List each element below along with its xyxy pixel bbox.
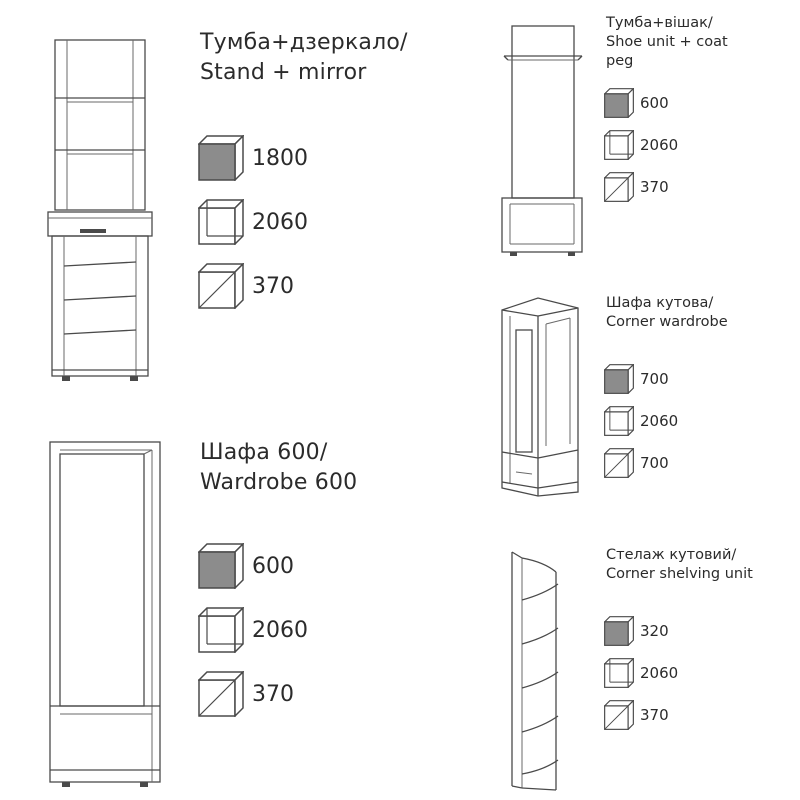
- dimension-width: 320: [604, 610, 678, 652]
- mirror-frame: [54, 39, 146, 211]
- dimension-value: 370: [252, 681, 294, 707]
- corner-shelf-title: Стелаж кутовий/ Corner shelving unit: [606, 547, 753, 582]
- dimension-height: 2060: [604, 124, 678, 166]
- dimension-value: 370: [640, 706, 669, 724]
- leg-left: [510, 252, 517, 256]
- wardrobe-door: [515, 329, 533, 453]
- dimension-value: 2060: [640, 664, 679, 682]
- stand-mirror-drawing: [47, 39, 153, 381]
- dimension-value: 370: [640, 178, 669, 196]
- corner-shelf-drawing: [511, 551, 559, 791]
- dimension-value: 1800: [252, 145, 308, 171]
- dimension-cube-outline-icon: [604, 172, 634, 202]
- dimension-value: 2060: [640, 136, 679, 154]
- dimension-cube-front-icon: [604, 364, 634, 394]
- stand-mirror-dimensions: 1800 2060 370: [198, 126, 308, 318]
- wardrobe-600-dimensions: 600 2060 370: [198, 534, 308, 726]
- shoe-coat-dimensions: 600 2060 370: [604, 82, 678, 208]
- dimension-height: 2060: [198, 598, 308, 662]
- dimension-value: 600: [252, 553, 294, 579]
- corner-wardrobe-dimensions: 700 2060 700: [604, 358, 678, 484]
- dimension-cube-outline-icon: [604, 130, 634, 160]
- dimension-value: 2060: [640, 412, 679, 430]
- dimension-value: 2060: [252, 209, 308, 235]
- dimension-cube-front-icon: [198, 543, 244, 589]
- dimension-depth: 370: [604, 694, 678, 736]
- dimension-cube-outline-icon: [198, 671, 244, 717]
- dimension-width: 700: [604, 358, 678, 400]
- stand-mirror-title: Тумба+дзеркало/ Stand + mirror: [200, 30, 408, 85]
- wardrobe-600-title: Шафа 600/ Wardrobe 600: [200, 440, 358, 495]
- dimension-width: 600: [198, 534, 308, 598]
- dimension-cube-outline-icon: [198, 263, 244, 309]
- dimension-value: 320: [640, 622, 669, 640]
- leg-right: [140, 782, 148, 787]
- dimension-cube-front-icon: [604, 616, 634, 646]
- dimension-value: 2060: [252, 617, 308, 643]
- dimension-cube-outline-icon: [198, 199, 244, 245]
- shoe-cabinet: [51, 235, 149, 377]
- leg-left: [62, 782, 70, 787]
- dimension-value: 700: [640, 370, 669, 388]
- dimension-value: 600: [640, 94, 669, 112]
- wardrobe-600-drawing: [49, 441, 161, 787]
- dimension-depth: 370: [198, 662, 308, 726]
- dimension-value: 370: [252, 273, 294, 299]
- dimension-value: 700: [640, 454, 669, 472]
- dimension-height: 2060: [604, 652, 678, 694]
- dimension-height: 2060: [198, 190, 308, 254]
- shoe-coat-drawing: [501, 25, 583, 256]
- corner-wardrobe-title: Шафа кутова/ Corner wardrobe: [606, 295, 728, 330]
- dimension-cube-outline-icon: [198, 607, 244, 653]
- dimension-height: 2060: [604, 400, 678, 442]
- coat-panel: [511, 25, 575, 199]
- shoe-box: [501, 197, 583, 253]
- corner-wardrobe-drawing: [501, 297, 579, 497]
- dimension-cube-outline-icon: [604, 406, 634, 436]
- wardrobe-door: [59, 453, 145, 707]
- dimension-width: 600: [604, 82, 678, 124]
- stand-top: [47, 211, 153, 237]
- dimension-cube-front-icon: [198, 135, 244, 181]
- dimension-cube-outline-icon: [604, 700, 634, 730]
- leg-right: [130, 376, 138, 381]
- shoe-coat-title: Тумба+вішак/ Shoe unit + coat peg: [606, 15, 728, 69]
- dimension-depth: 370: [604, 166, 678, 208]
- dimension-cube-front-icon: [604, 88, 634, 118]
- dimension-width: 1800: [198, 126, 308, 190]
- dimension-cube-outline-icon: [604, 658, 634, 688]
- dimension-depth: 370: [198, 254, 308, 318]
- leg-left: [62, 376, 70, 381]
- dimension-depth: 700: [604, 442, 678, 484]
- corner-shelf-dimensions: 320 2060 370: [604, 610, 678, 736]
- leg-right: [568, 252, 575, 256]
- dimension-cube-outline-icon: [604, 448, 634, 478]
- drawer-handle: [80, 229, 106, 233]
